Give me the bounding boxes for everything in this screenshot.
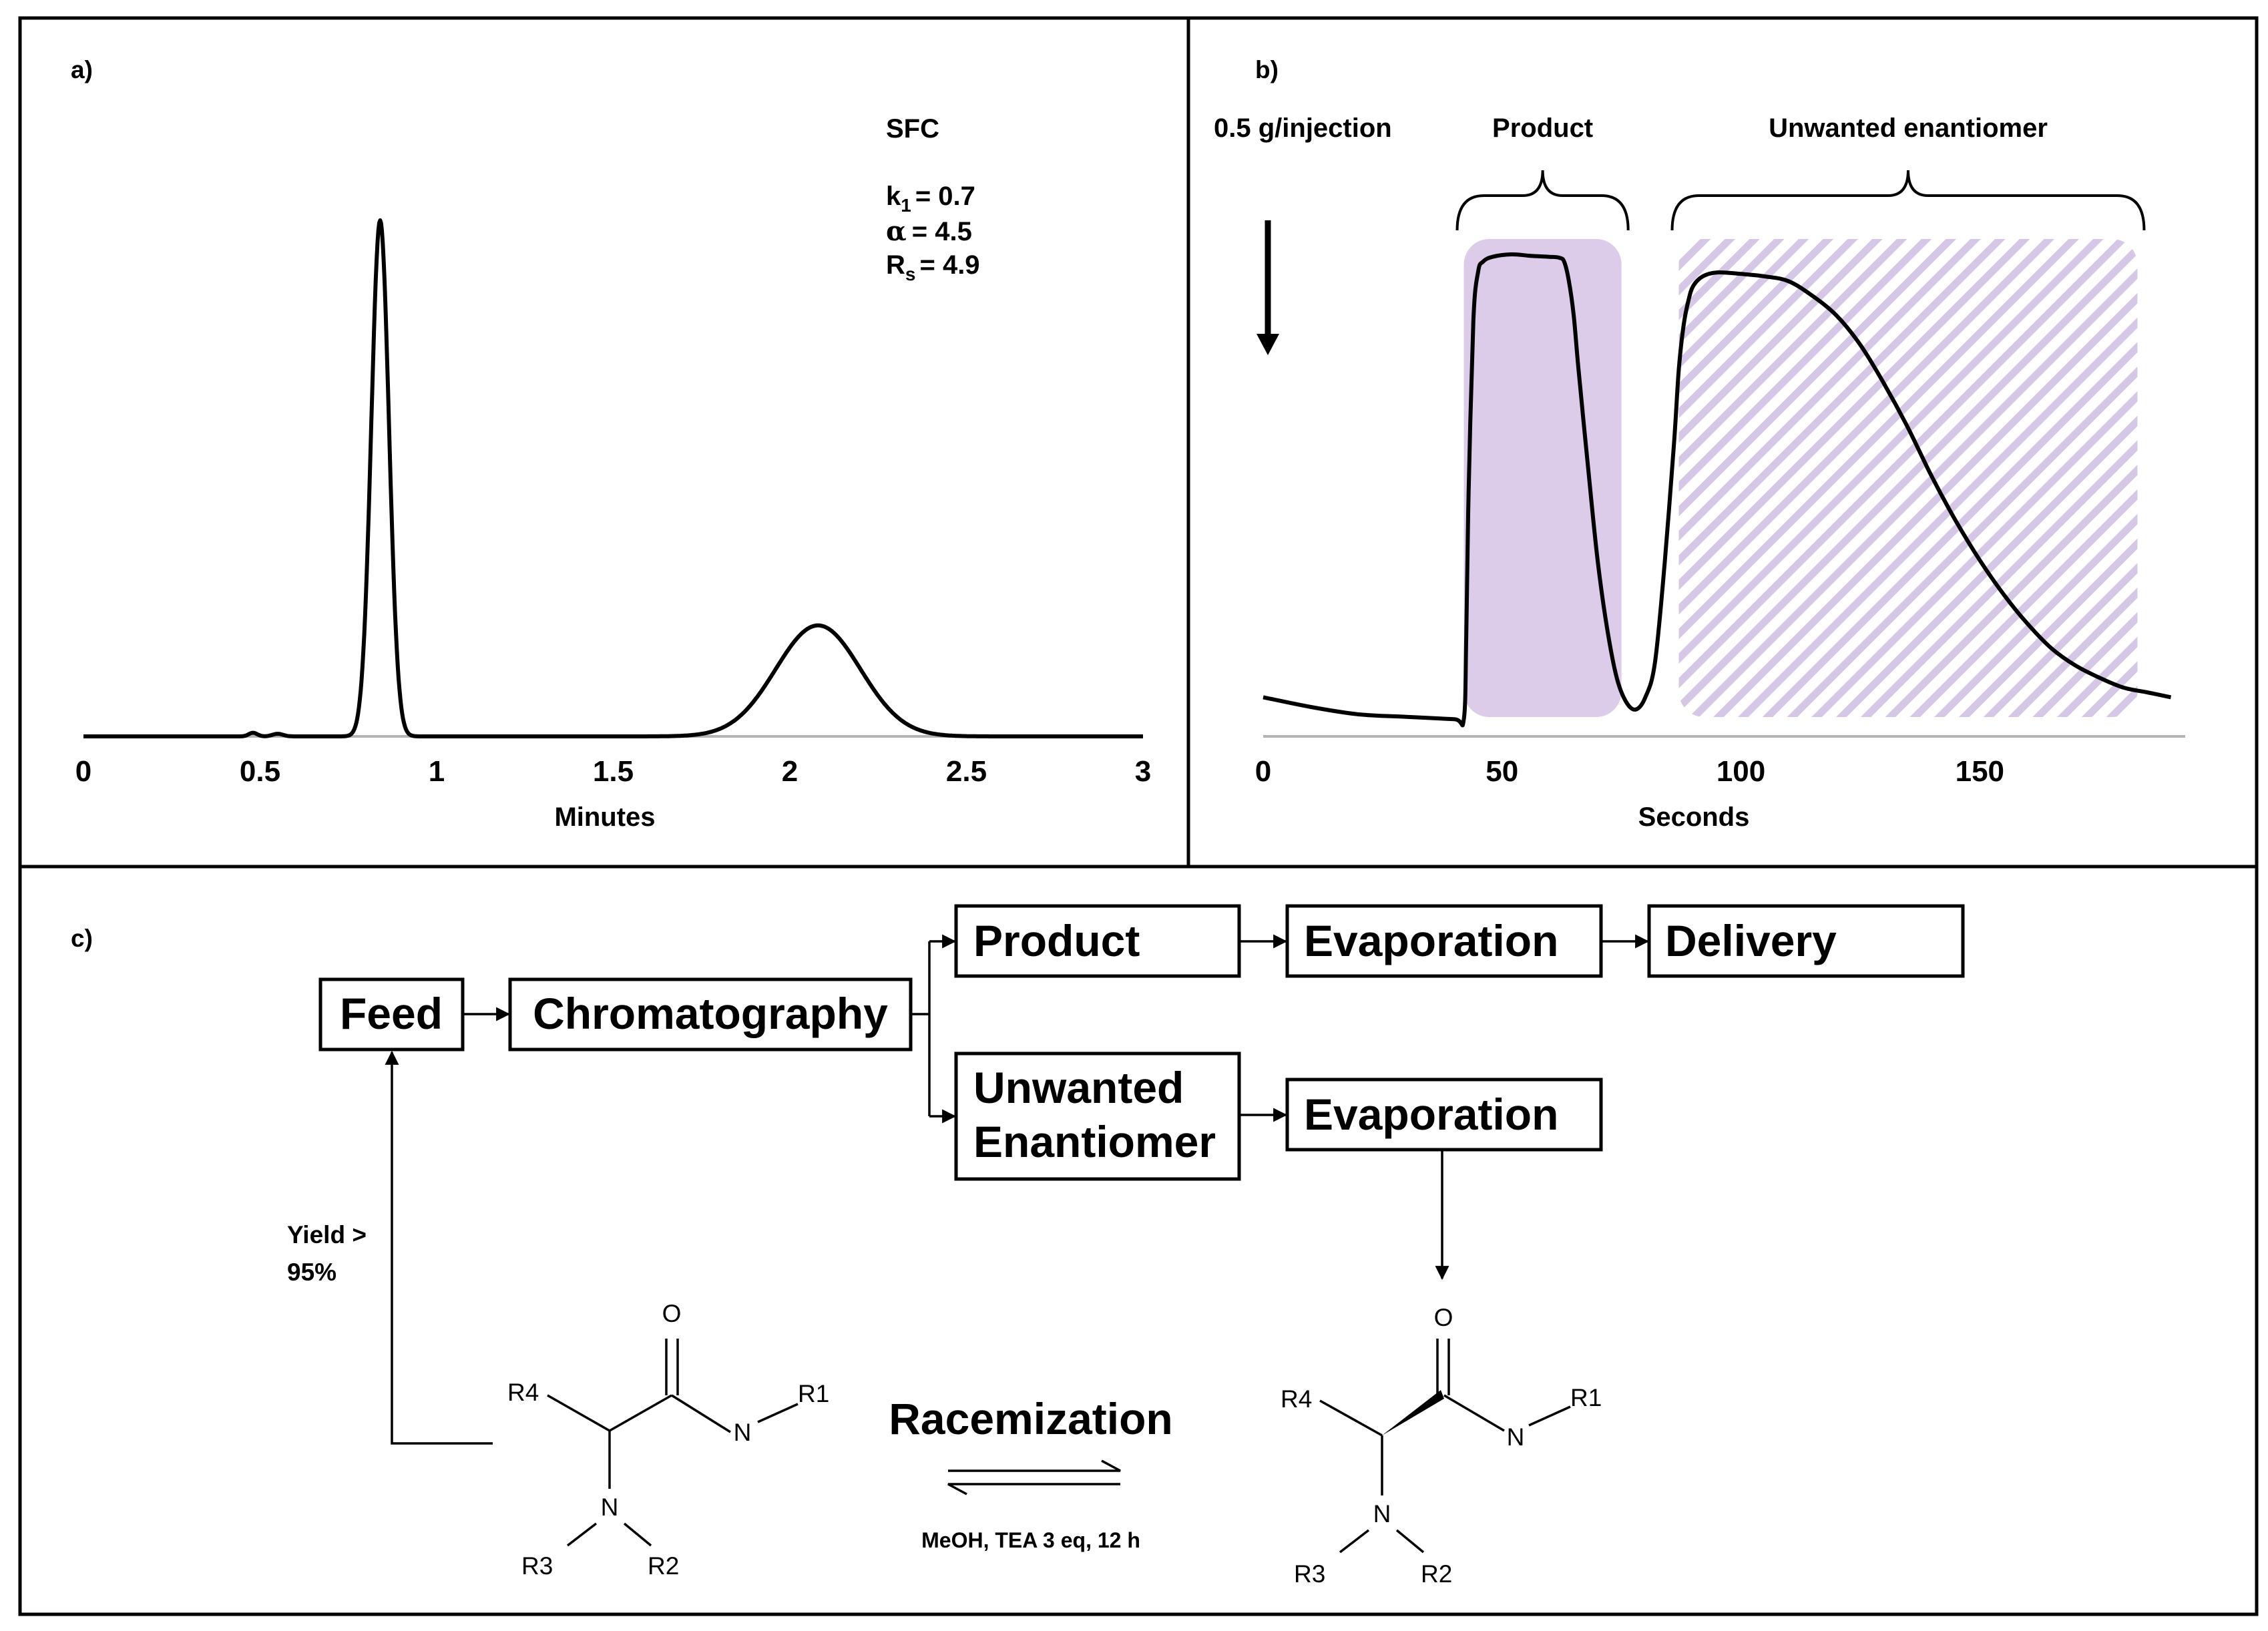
left-r3: R3: [521, 1552, 553, 1580]
left-r1: R1: [798, 1380, 829, 1407]
right-r3: R3: [1294, 1560, 1325, 1588]
panel-b-x-tick-1: 50: [1486, 755, 1518, 788]
panel-b-region-brackets: Product Unwanted enantiomer: [1455, 113, 2146, 231]
panel-b-x-tick-0: 0: [1255, 755, 1271, 788]
region-label-1: Unwanted enantiomer: [1769, 113, 2048, 143]
panel-a-trace: [82, 218, 1144, 738]
panel-frames: [18, 16, 2259, 1616]
k1-symbol: k: [886, 182, 901, 211]
k1-parameter: k1= 0.7: [886, 182, 975, 216]
right-oxygen: O: [1434, 1304, 1453, 1331]
unwanted-label-line1: Unwanted: [973, 1063, 1184, 1112]
panel-b-label: b): [1255, 56, 1279, 83]
region-bracket-0: [1455, 170, 1630, 231]
region-label-0: Product: [1492, 113, 1593, 143]
panel-a-x-axis-label: Minutes: [554, 802, 655, 832]
alpha-symbol: α: [886, 216, 907, 247]
panel-b-x-tick-2: 100: [1717, 755, 1765, 788]
equilibrium-arrows-icon: [947, 1459, 1121, 1495]
yield-label-line1: Yield >: [287, 1221, 367, 1248]
reaction-conditions: MeOH, TEA 3 eq, 12 h: [921, 1528, 1140, 1552]
injection-label: 0.5 g/injection: [1214, 113, 1392, 143]
rs-symbol: R: [886, 250, 905, 280]
left-r4: R4: [507, 1379, 539, 1406]
unwanted-enantiomer-box: Unwanted Enantiomer: [954, 1052, 1241, 1181]
evaporation-bottom-box: Evaporation: [1285, 1078, 1603, 1152]
right-amide-nitrogen: N: [1507, 1423, 1525, 1451]
right-r4: R4: [1281, 1385, 1312, 1413]
panel-a-parameters: SFC k1= 0.7 α= 4.5 Rs= 4.9: [886, 114, 980, 284]
enantiomer-molecule: O N R1 R4 N R3 R2: [1281, 1304, 1602, 1588]
panel-a-x-tick-2: 1: [429, 755, 445, 788]
panel-c-process-flow: c) Feed Chromatography Product Unwanted …: [71, 904, 1965, 1588]
right-r2: R2: [1421, 1560, 1452, 1588]
left-r2: R2: [648, 1552, 679, 1580]
panel-b-x-tick-3: 150: [1956, 755, 2004, 788]
region-bracket-1: [1670, 170, 2146, 231]
right-amine-nitrogen: N: [1373, 1500, 1391, 1528]
arrow-recycle-to-feed: [385, 1050, 493, 1445]
region-1: [1678, 239, 2138, 717]
unwanted-label-line2: Enantiomer: [973, 1117, 1216, 1166]
k1-subscript: 1: [901, 195, 911, 216]
panel-a-label: a): [71, 56, 93, 83]
yield-label-line2: 95%: [287, 1258, 336, 1286]
panel-b-x-tick-labels: 0 50 100 150: [1255, 755, 2004, 788]
chromatography-box: Chromatography: [508, 977, 913, 1052]
evaporation-top-box: Evaporation: [1285, 904, 1603, 978]
injection-arrow-icon: [1257, 220, 1279, 355]
panel-a-x-tick-0: 0: [75, 755, 91, 788]
outer-frame: [18, 16, 2259, 1616]
evaporation-bottom-label: Evaporation: [1304, 1090, 1558, 1139]
panel-a-x-tick-6: 3: [1135, 755, 1151, 788]
panel-b-x-axis-label: Seconds: [1638, 802, 1750, 832]
panel-a-x-tick-1: 0.5: [240, 755, 280, 788]
left-amide-nitrogen: N: [734, 1419, 752, 1446]
panel-a-x-tick-4: 2: [782, 755, 798, 788]
evaporation-top-label: Evaporation: [1304, 916, 1558, 965]
panel-b-fraction-regions: [1463, 239, 2138, 717]
product-label: Product: [973, 916, 1140, 965]
rs-subscript: s: [905, 264, 916, 284]
panel-a-x-tick-3: 1.5: [593, 755, 634, 788]
method-label: SFC: [886, 114, 939, 144]
racemization-label: Racemization: [889, 1394, 1172, 1443]
rs-parameter: Rs= 4.9: [886, 250, 980, 284]
left-oxygen: O: [662, 1300, 682, 1327]
panel-a-x-tick-5: 2.5: [946, 755, 987, 788]
flow-arrows: [385, 934, 1650, 1445]
rs-value: = 4.9: [919, 250, 979, 280]
feed-box: Feed: [318, 977, 465, 1052]
feed-label: Feed: [340, 989, 443, 1038]
k1-value: = 0.7: [915, 182, 975, 211]
racemic-molecule: O N R1 R4 N R3 R2: [507, 1300, 829, 1580]
right-r1: R1: [1570, 1384, 1602, 1411]
panel-c-label: c): [71, 925, 93, 952]
alpha-parameter: α= 4.5: [886, 216, 972, 247]
delivery-box: Delivery: [1647, 904, 1965, 978]
chromatography-label: Chromatography: [533, 989, 888, 1038]
product-box: Product: [954, 904, 1241, 978]
panel-b-trace: [1263, 252, 2172, 728]
left-amine-nitrogen: N: [601, 1493, 619, 1521]
delivery-label: Delivery: [1665, 916, 1837, 965]
region-0: [1463, 239, 1622, 717]
alpha-value: = 4.5: [912, 217, 972, 246]
panel-a-x-tick-labels: 0 0.5 1 1.5 2 2.5 3: [75, 755, 1151, 788]
